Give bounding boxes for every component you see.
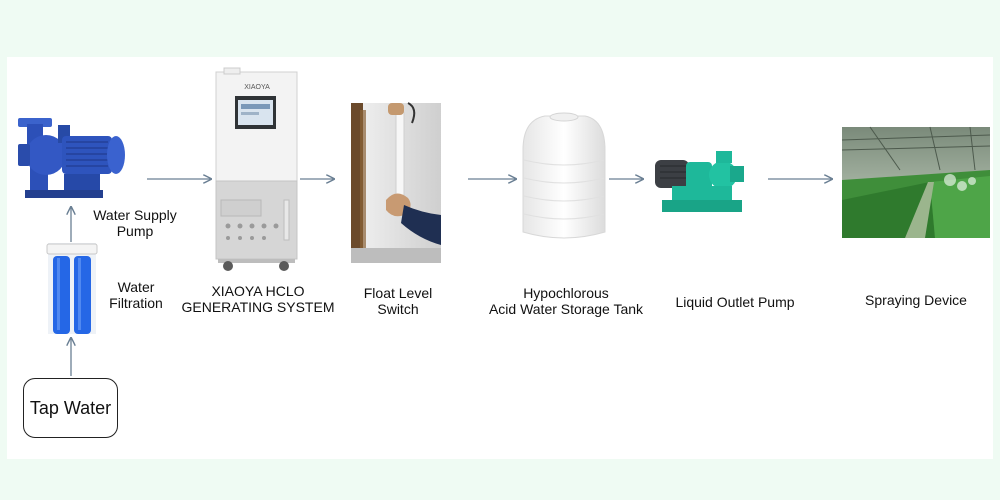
float-level-switch-label: Float Level Switch — [363, 285, 433, 317]
cabinet-brand-text: XIAOYA — [244, 84, 270, 91]
storage-tank-icon — [522, 112, 606, 239]
storage-tank-label: Hypochlorous Acid Water Storage Tank — [488, 285, 644, 317]
float-level-switch-icon — [351, 102, 441, 263]
liquid-outlet-pump-label: Liquid Outlet Pump — [675, 294, 795, 310]
water-supply-pump-label: Water Supply Pump — [93, 207, 177, 239]
water-supply-pump-icon — [18, 118, 125, 198]
hclo-generator-icon — [215, 67, 298, 271]
spraying-device-label: Spraying Device — [865, 292, 967, 308]
tap-water-box: Tap Water — [23, 378, 118, 438]
hclo-system-label: XIAOYA HCLO GENERATING SYSTEM — [181, 283, 335, 315]
greenhouse-spraying-icon — [841, 126, 991, 238]
liquid-outlet-pump-icon — [655, 151, 744, 212]
water-filtration-label: Water Filtration — [109, 279, 163, 311]
tap-water-label: Tap Water — [29, 397, 112, 418]
water-filter-icon — [46, 243, 98, 334]
diagram-panel — [7, 57, 993, 459]
